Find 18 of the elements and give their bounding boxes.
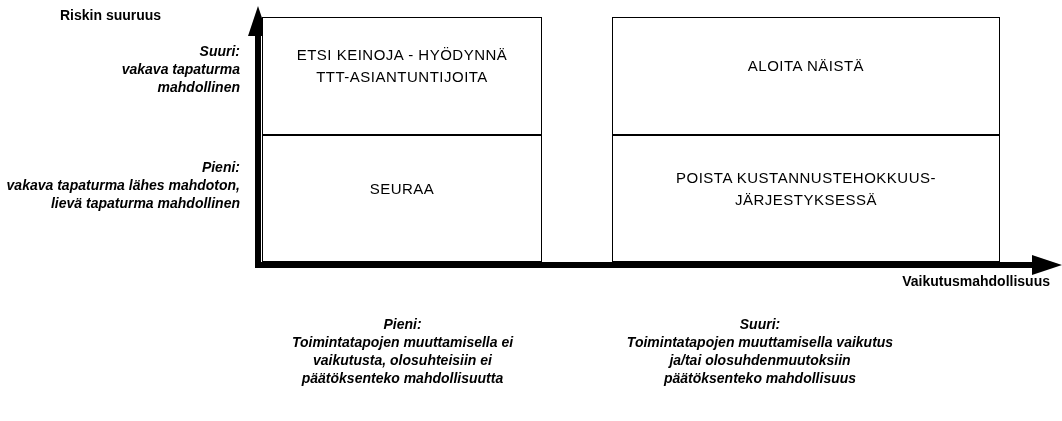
- cell-text: SEURAA: [369, 178, 435, 199]
- cell-text: POISTA KUSTANNUSTEHOKKUUS-JÄRJESTYKSESSÄ: [675, 167, 937, 210]
- row-heading: Pieni:: [200, 158, 240, 176]
- row-description: vakava tapaturma mahdollinen: [120, 60, 240, 96]
- cell-text: ETSI KEINOJA - HYÖDYNNÄ TTT-ASIANTUNTIJOITA: [295, 45, 509, 87]
- matrix-cell: [262, 17, 542, 135]
- column-heading: Pieni:: [382, 315, 423, 333]
- axis-title: Vaikutusmahdollisuus: [901, 272, 1050, 290]
- row-heading: Suuri:: [198, 42, 240, 60]
- axis-title: Riskin suuruus: [60, 6, 163, 24]
- column-description: Toimintatapojen muuttamisella vaikutus ja/tai olosuhdenmuutoksiin päätöksenteko mahdollisuus: [625, 333, 895, 387]
- matrix-cell: [262, 135, 542, 262]
- matrix-cell: [612, 135, 1000, 262]
- matrix-cell: [612, 17, 1000, 135]
- column-description: Toimintatapojen muuttamisella ei vaikutusta, olosuhteisiin ei päätöksenteko mahdollisuutta: [290, 333, 515, 387]
- cell-text: ALOITA NÄISTÄ: [747, 56, 865, 77]
- row-description: vakava tapaturma lähes mahdoton, lievä tapaturma mahdollinen: [5, 176, 240, 212]
- column-heading: Suuri:: [738, 315, 782, 333]
